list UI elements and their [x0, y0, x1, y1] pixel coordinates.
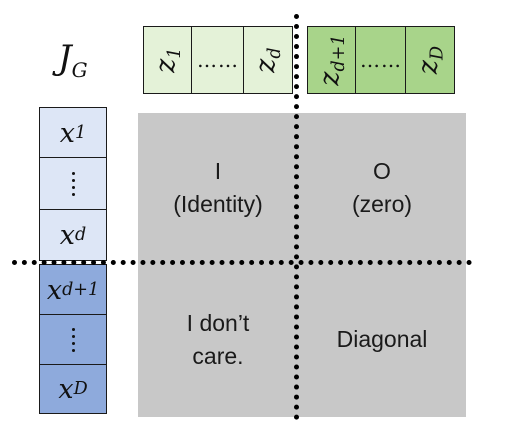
block-identity: I (Identity) — [138, 113, 298, 263]
block-dont-care: I don’t care. — [138, 263, 298, 417]
block-diagonal-line1: Diagonal — [336, 326, 428, 353]
z-cell-d: zd — [243, 26, 293, 94]
jacobian-label: JG — [58, 38, 88, 82]
jacobian-symbol: J — [58, 38, 72, 78]
block-dont-care-line1: I don’t — [186, 309, 250, 336]
z-cell-dots-right: …… — [355, 26, 407, 94]
block-zero: O (zero) — [298, 113, 466, 263]
partition-line-vertical — [294, 14, 299, 420]
vertical-ellipsis-icon — [71, 172, 75, 196]
vertical-ellipsis-icon — [71, 328, 75, 352]
block-dont-care-line2: care. — [192, 343, 244, 369]
z-cell-D: zD — [405, 26, 455, 94]
z-cell-d-plus-1: zd+1 — [307, 26, 357, 94]
block-zero-line2: (zero) — [351, 191, 413, 217]
partition-line-horizontal — [12, 260, 472, 265]
block-diagonal: Diagonal — [298, 263, 466, 417]
block-identity-line2: (Identity) — [173, 191, 263, 217]
x-cell-dots-bottom — [39, 314, 107, 366]
jacobian-subscript: G — [71, 58, 88, 82]
block-zero-line1: O — [373, 157, 391, 184]
x-cell-dots-top — [39, 157, 107, 211]
block-identity-line1: I — [214, 157, 222, 184]
z-cell-dots-left: …… — [191, 26, 245, 94]
z-cell-1: z1 — [143, 26, 193, 94]
